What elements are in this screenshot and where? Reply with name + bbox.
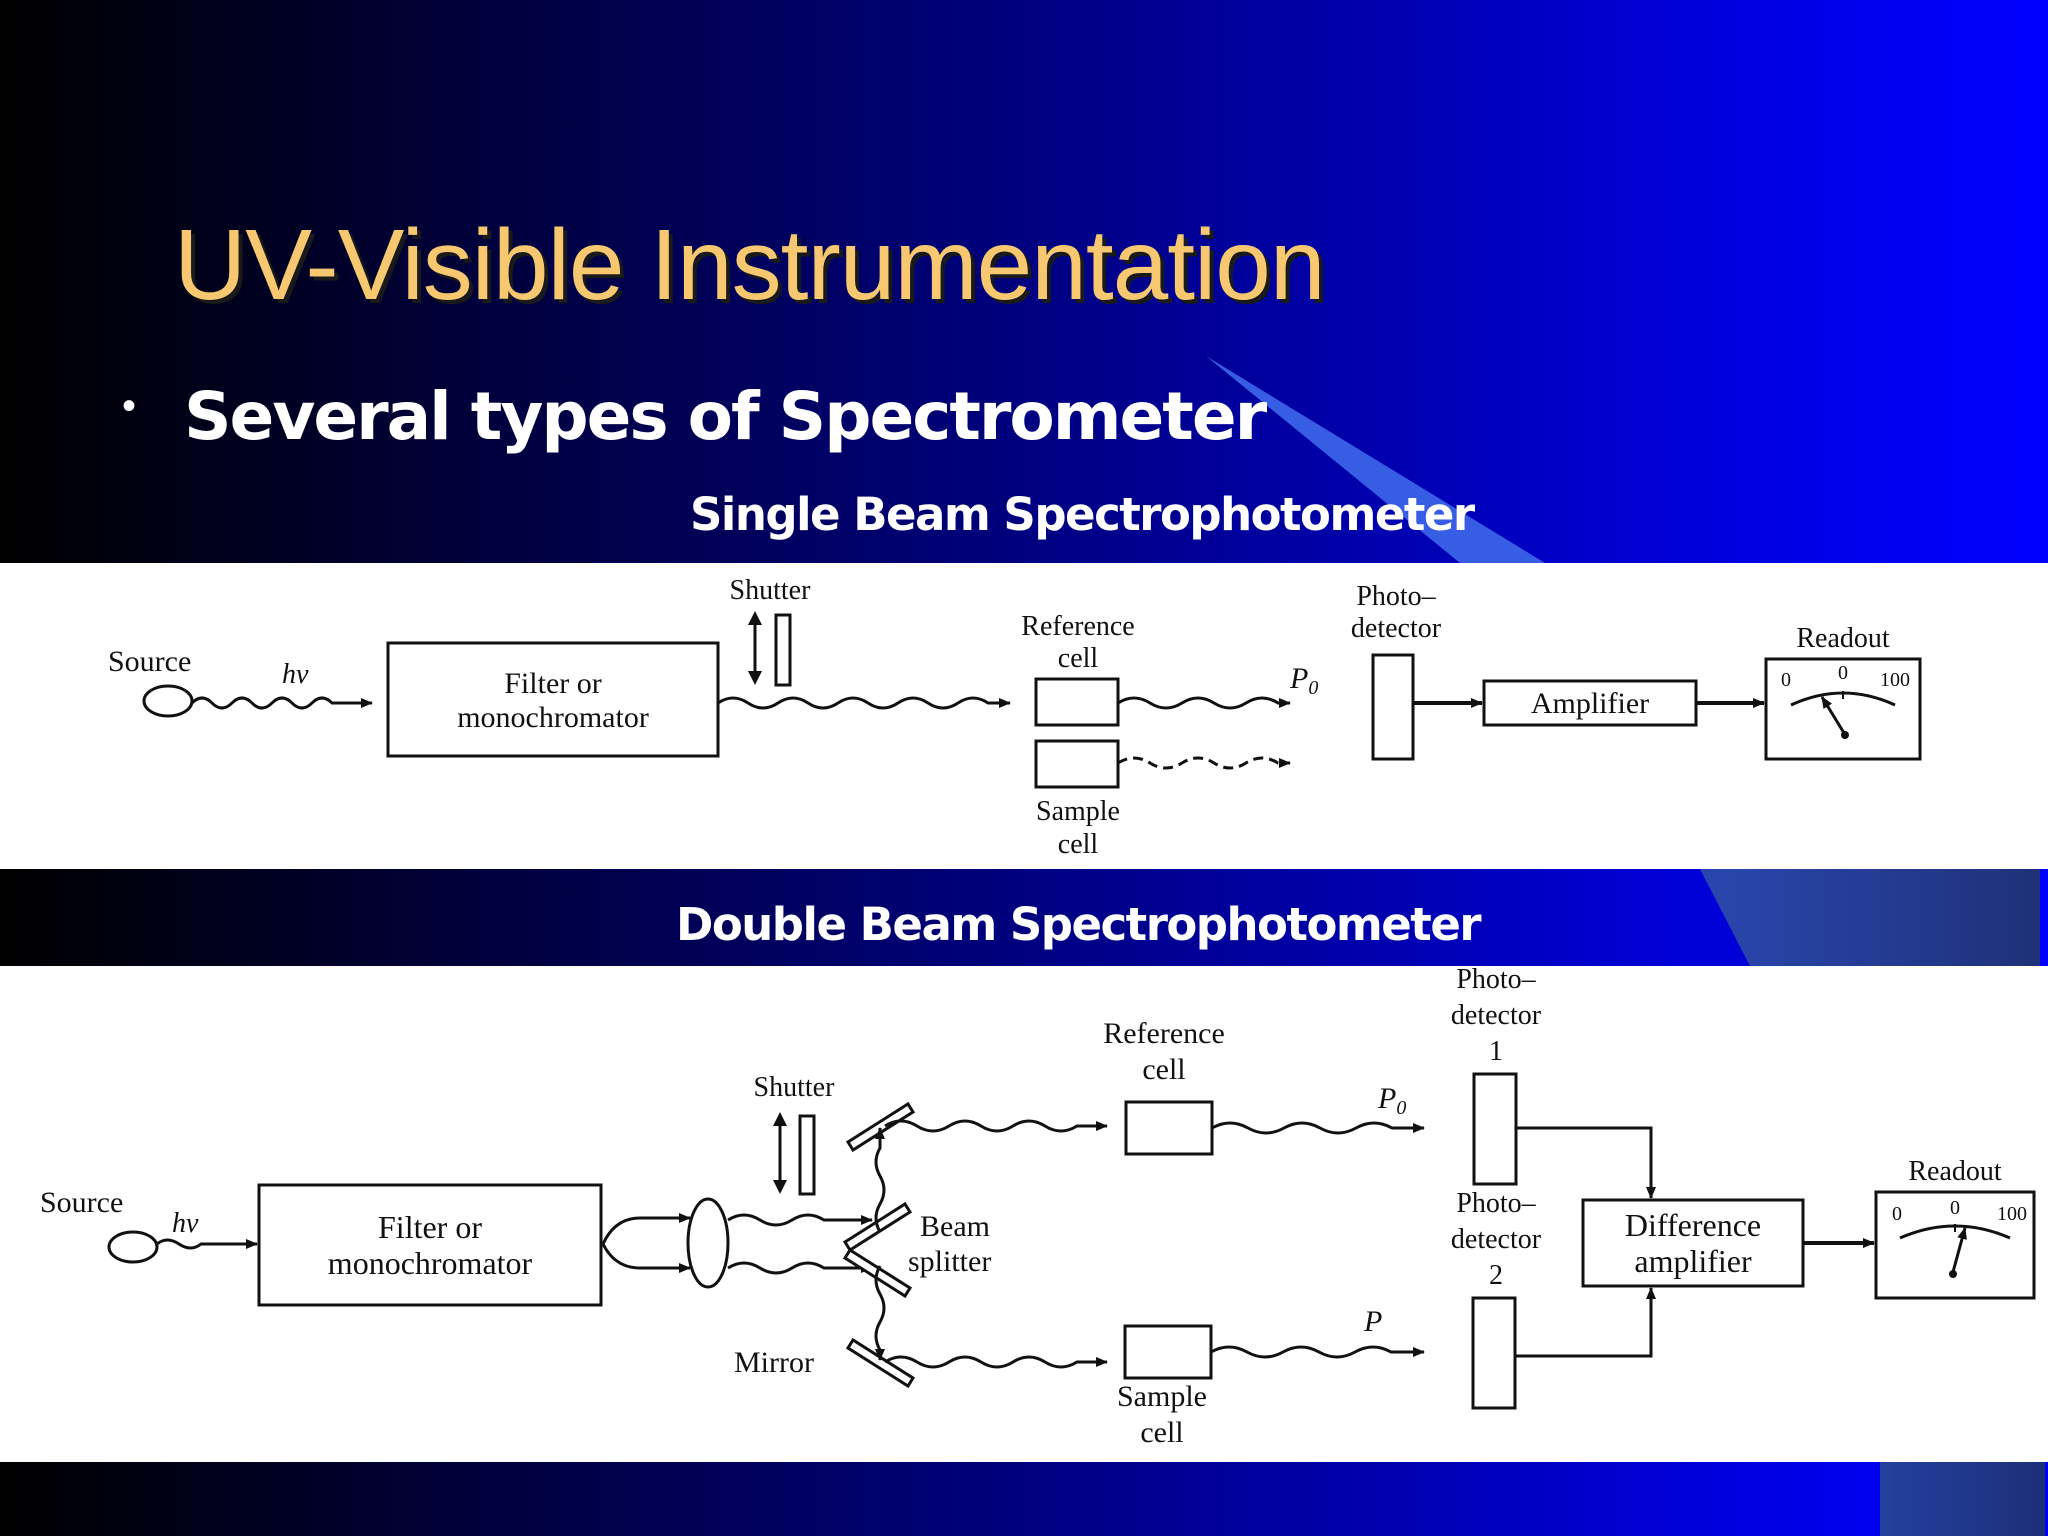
single-beam-caption: Single Beam Spectrophotometer [690,488,1475,541]
svg-text:cell: cell [1140,1416,1183,1449]
photodetector: Photo– detector [1351,581,1442,761]
svg-text:Photo–: Photo– [1356,581,1436,612]
single-beam-diagram: Source hν Filter or monochromator Shutte… [0,563,2048,869]
bullet-text: Several types of Spectrometer [184,378,1267,455]
double-beam-diagram: Source hν Filter or monochromator Shutte… [0,964,2048,1462]
readout-meter-icon: Readout 0 0 100 [1764,623,1922,761]
svg-text:Beam: Beam [920,1210,990,1243]
amplifier-box: Amplifier [1482,679,1698,727]
svg-text:2: 2 [1489,1260,1503,1291]
photodetector-1: Photo– detector 1 [1451,964,1542,1186]
svg-text:hν: hν [282,659,309,690]
shutter-icon: Shutter [754,1072,836,1196]
svg-text:detector: detector [1351,613,1442,644]
svg-text:Mirror: Mirror [734,1346,814,1379]
svg-text:Sample: Sample [1036,796,1120,827]
svg-text:amplifier: amplifier [1634,1243,1752,1279]
svg-text:cell: cell [1058,643,1099,674]
svg-text:cell: cell [1142,1053,1185,1086]
svg-text:Filter or: Filter or [378,1209,482,1245]
svg-text:hν: hν [172,1208,199,1239]
band-accent-decoration [1700,869,2040,966]
readout-meter-icon: Readout 0 0 100 [1874,1156,2036,1300]
svg-text:cell: cell [1058,829,1099,860]
svg-text:0: 0 [1838,662,1848,684]
svg-text:0: 0 [1892,1203,1902,1225]
shutter-icon: Shutter [730,575,812,687]
svg-text:monochromator: monochromator [457,701,649,734]
svg-text:monochromator: monochromator [328,1245,533,1281]
svg-text:Sample: Sample [1117,1380,1207,1413]
svg-text:Source: Source [40,1186,123,1219]
svg-text:Shutter: Shutter [754,1072,836,1103]
filter-monochromator-box: Filter or monochromator [257,1183,603,1307]
source-icon: Source [108,645,194,718]
svg-text:P0: P0 [1289,662,1318,699]
lens-icon [686,1197,730,1289]
double-beam-caption: Double Beam Spectrophotometer [676,898,1482,951]
svg-text:Readout: Readout [1908,1156,2002,1187]
svg-text:P0: P0 [1377,1082,1406,1119]
svg-text:splitter: splitter [908,1245,991,1278]
svg-text:detector: detector [1451,1224,1542,1255]
bullet-item: • Several types of Spectrometer [122,378,1267,455]
bottom-mirror-icon: Mirror [734,1337,916,1389]
slide-title: UV-Visible Instrumentation [174,209,1326,321]
svg-text:Reference: Reference [1103,1017,1225,1050]
svg-text:Photo–: Photo– [1456,966,1536,995]
svg-text:0: 0 [1950,1197,1960,1219]
svg-text:Photo–: Photo– [1456,1188,1536,1219]
svg-text:100: 100 [1880,669,1910,691]
svg-text:Source: Source [108,645,191,678]
filter-monochromator-box: Filter or monochromator [386,641,720,758]
svg-text:1: 1 [1489,1036,1503,1067]
svg-text:100: 100 [1997,1203,2027,1225]
sample-cell: Sample cell [1034,739,1120,860]
bullet-icon: • [122,384,137,428]
svg-text:Reference: Reference [1021,611,1134,642]
footer-accent-decoration [1880,1462,2045,1536]
photodetector-2: Photo– detector 2 [1451,1188,1542,1410]
svg-text:Readout: Readout [1796,623,1890,654]
difference-amplifier-box: Difference amplifier [1581,1198,1805,1288]
beam-splitter-icon: Beam splitter [842,1201,991,1299]
svg-text:0: 0 [1781,669,1791,691]
svg-text:Difference: Difference [1625,1207,1761,1243]
svg-text:Amplifier: Amplifier [1531,687,1649,720]
reference-cell: Reference cell [1103,1017,1225,1156]
svg-text:Shutter: Shutter [730,575,812,606]
sample-cell: Sample cell [1117,1324,1213,1449]
svg-text:P: P [1363,1305,1382,1338]
reference-cell: Reference cell [1021,611,1135,727]
source-icon: Source [40,1186,159,1264]
svg-text:detector: detector [1451,1000,1542,1031]
svg-text:Filter or: Filter or [504,667,602,700]
